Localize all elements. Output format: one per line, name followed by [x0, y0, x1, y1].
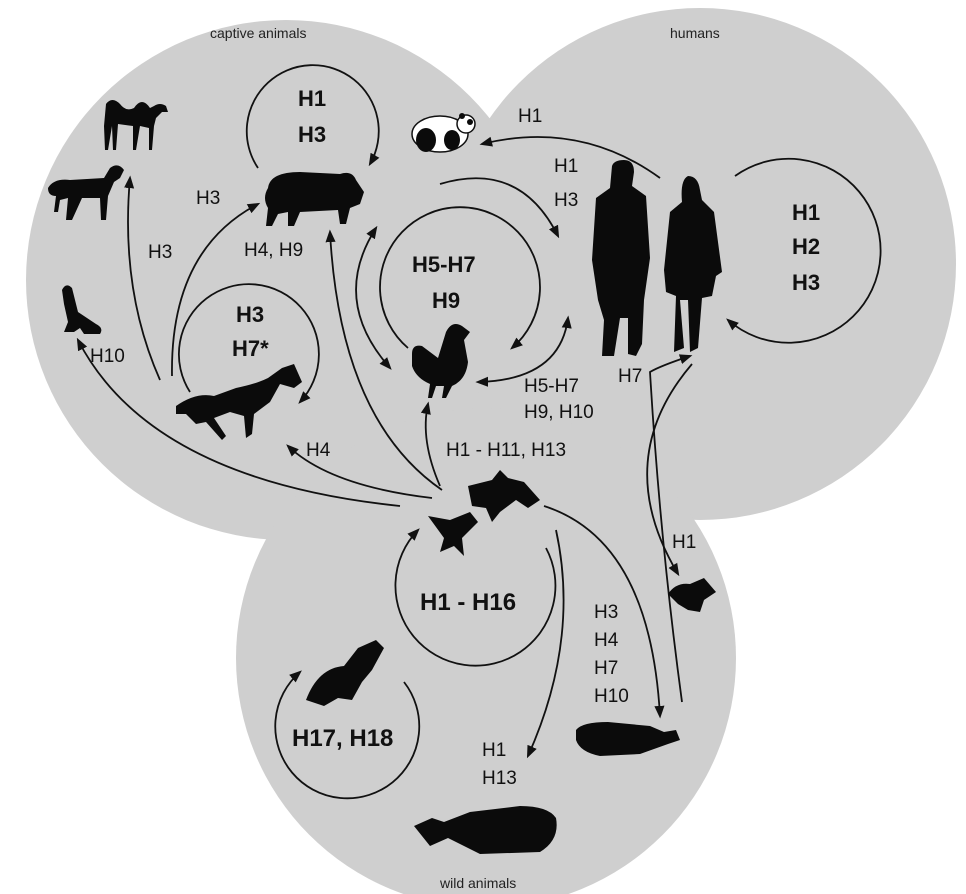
to-pig-bottom-label: H4, H9 [244, 240, 303, 261]
poultry-humans-lower-label-2: H9, H10 [524, 402, 594, 423]
horse-loop-label-1: H3 [236, 302, 264, 327]
to-seal-birds-label-4: H10 [594, 686, 629, 707]
humans-title: humans [670, 25, 720, 41]
human-loop-label-1: H1 [792, 200, 820, 225]
to-seal-birds-label-3: H7 [594, 658, 618, 679]
to-ferret-label: H10 [90, 346, 125, 367]
poultry-loop-label-2: H9 [432, 288, 460, 313]
poultry-to-humans-label-2: H3 [554, 190, 578, 211]
wild-to-horse-label: H4 [306, 440, 331, 461]
wild-animals-title: wild animals [439, 875, 516, 891]
to-whale-label-1: H1 [482, 740, 506, 761]
poultry-to-humans-label-1: H1 [554, 156, 578, 177]
pig-loop-label-2: H3 [298, 122, 326, 147]
pig-loop-label-1: H1 [298, 86, 326, 111]
human-loop-label-2: H2 [792, 234, 820, 259]
captive-animals-title: captive animals [210, 25, 307, 41]
humans-h7-label: H7 [618, 366, 642, 387]
poultry-loop-label-1: H5-H7 [412, 252, 476, 277]
to-seal-human-label: H1 [672, 532, 696, 553]
poultry-humans-lower-label-1: H5-H7 [524, 376, 579, 397]
human-loop-label-3: H3 [792, 270, 820, 295]
to-pig-left-label: H3 [196, 188, 220, 209]
wild-bird-loop-label: H1 - H16 [420, 589, 516, 616]
bat-loop-label: H17, H18 [292, 725, 393, 752]
to-seal-birds-label-2: H4 [594, 630, 619, 651]
horse-loop-label-2: H7* [232, 336, 269, 361]
wild-to-captive-label: H1 - H11, H13 [446, 440, 566, 461]
human-to-panda-label: H1 [518, 106, 542, 127]
to-seal-birds-label-1: H3 [594, 602, 618, 623]
to-whale-label-2: H13 [482, 768, 517, 789]
to-horse-left-label: H3 [148, 242, 172, 263]
